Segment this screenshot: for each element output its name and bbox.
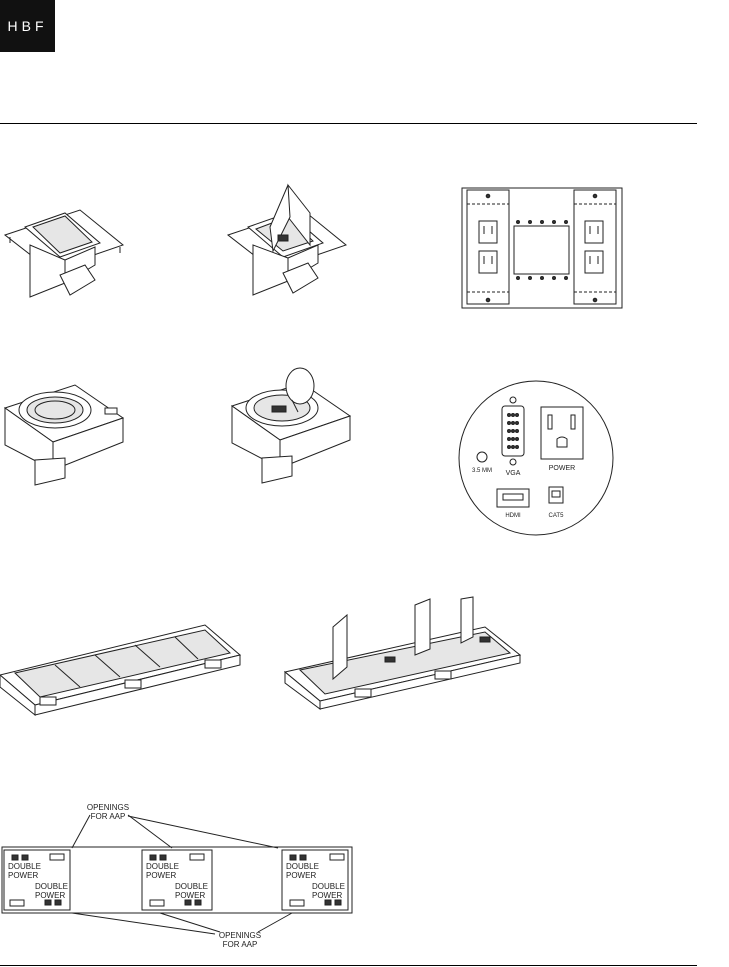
- header-rule: [0, 123, 697, 124]
- module-3-lower-label-line-2: POWER: [312, 891, 342, 900]
- footer-rule: [0, 965, 697, 966]
- round-box-closed-drawing: [3, 380, 125, 490]
- long-box-open-drawing: [283, 596, 525, 710]
- square-box-open-drawing: [226, 183, 348, 298]
- module-1-lower-label-line-2: POWER: [35, 891, 65, 900]
- layout-plan-diagram: DOUBLE POWER DOUBLE POWER DOUBLE POWER D…: [0, 800, 360, 955]
- square-box-closed-drawing: [3, 205, 125, 300]
- hbf-logo: HBF: [0, 0, 55, 52]
- faceplate-drawing: [461, 187, 624, 310]
- module-1-label-line-1: DOUBLE: [8, 862, 41, 871]
- module-3-label-line-2: POWER: [286, 871, 316, 880]
- long-box-closed-drawing: [0, 624, 245, 717]
- module-3-lower-label-line-1: DOUBLE: [312, 882, 345, 891]
- top-openings-label-line-1: OPENINGS: [87, 803, 129, 812]
- vga-label: VGA: [506, 470, 521, 477]
- top-openings-label-line-2: FOR AAP: [91, 812, 126, 821]
- module-3-label-line-1: DOUBLE: [286, 862, 319, 871]
- round-box-open-drawing: [230, 367, 352, 486]
- module-2-lower-label-line-2: POWER: [175, 891, 205, 900]
- module-2-lower-label-line-1: DOUBLE: [175, 882, 208, 891]
- module-1-lower-label-line-1: DOUBLE: [35, 882, 68, 891]
- bottom-openings-label-line-2: FOR AAP: [223, 940, 258, 949]
- module-2-label-line-1: DOUBLE: [146, 862, 179, 871]
- power-label: POWER: [549, 465, 575, 472]
- cat5-label: CAT5: [549, 513, 565, 519]
- bottom-openings-label-line-1: OPENINGS: [219, 931, 261, 940]
- logo-text: HBF: [7, 18, 48, 34]
- hdmi-label: HDMI: [505, 513, 521, 519]
- audio-label: 3.5 MM: [472, 468, 492, 474]
- module-2-label-line-2: POWER: [146, 871, 176, 880]
- vga-pins: [507, 413, 519, 449]
- module-1-label-line-2: POWER: [8, 871, 38, 880]
- round-cover-plate-drawing: VGA 3.5 MM POWER HDMI CAT5: [457, 377, 617, 542]
